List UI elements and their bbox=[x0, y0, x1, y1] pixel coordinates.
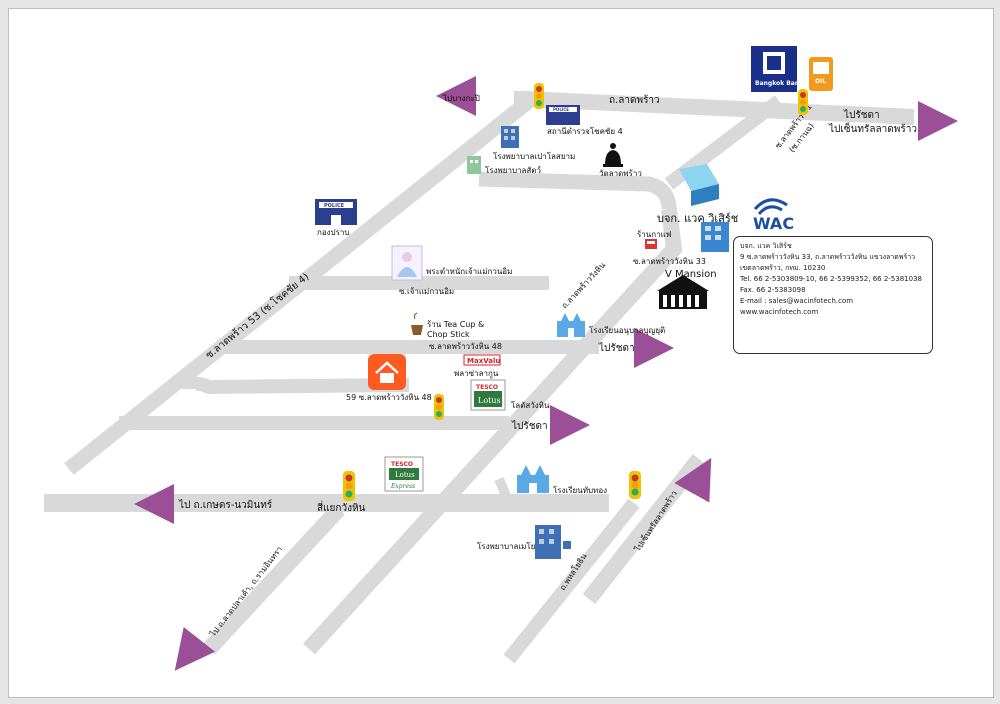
road-network bbox=[44, 91, 915, 664]
coffee-cup-icon bbox=[411, 312, 423, 335]
road-wang-hin-curve bbox=[478, 171, 677, 210]
label-police-station: สถานีตำรวจโชคชัย 4 bbox=[547, 126, 623, 136]
info-address-2: เขตลาดพร้าว, กทม. 10230 bbox=[740, 264, 826, 272]
tesco-lotus-logo: TESCO Lotus bbox=[470, 379, 506, 411]
traffic-light-icon bbox=[629, 471, 641, 499]
road-lat-phrao bbox=[523, 91, 915, 125]
arrow-central-low bbox=[674, 457, 712, 503]
guanyin-shrine-icon bbox=[391, 245, 423, 281]
info-email[interactable]: E-mail : sales@wacinfotech.com bbox=[740, 297, 854, 305]
label-lat-phrao-wang-hin: ถ.ลาดพร้าววังหิน bbox=[560, 260, 608, 310]
coffee-shop-icon bbox=[645, 239, 657, 249]
label-to-ratchada-mid: ไปรัชดา bbox=[598, 342, 635, 354]
police-station-icon: POLICE bbox=[546, 105, 580, 125]
maxvalu-logo: MaxValu bbox=[463, 354, 501, 366]
label-tea-cup-1: ร้าน Tea Cup & bbox=[427, 320, 484, 329]
label-si-yaek: สี่แยกวังหิน bbox=[317, 500, 366, 514]
label-kong-prap: กองปราบ bbox=[317, 228, 350, 237]
info-name: บจก. แวค วิเสิร์ช bbox=[740, 242, 792, 250]
label-soi-chao-mae: ซ.เจ้าแม่กวนอิม bbox=[399, 287, 454, 296]
svg-text:TESCO: TESCO bbox=[391, 461, 413, 468]
label-home-59: 59 ซ.ลาดพร้าววังหิน 48 bbox=[346, 393, 432, 402]
label-wat: วัดลาดพร้าว bbox=[599, 169, 642, 178]
animal-hospital-icon bbox=[467, 156, 481, 174]
label-company-name: บจก. แวค วิเสิร์ช bbox=[657, 212, 738, 225]
label-coffee: ร้านกาแฟ bbox=[637, 230, 672, 239]
gas-station-icon: OIL bbox=[809, 57, 833, 91]
label-to-ratchada-low: ไปรัชดา bbox=[511, 420, 548, 432]
traffic-light-icon bbox=[534, 83, 544, 109]
label-lat-phrao: ถ.ลาดพร้าว bbox=[609, 94, 660, 106]
home-icon bbox=[368, 354, 406, 390]
label-plaza: พลาซ่าลากูน bbox=[454, 369, 499, 379]
hospital-building-icon bbox=[535, 525, 571, 559]
label-hospital-mayo: โรงพยาบาลเมโย bbox=[477, 541, 535, 551]
wac-logo: WAC bbox=[753, 198, 794, 233]
label-to-central: ไปเซ็นทรัลลาดพร้าว bbox=[828, 121, 917, 135]
map-canvas: ถ.ลาดพร้าว ไปบางกะปิ ไปรัชดา ไปเซ็นทรัลล… bbox=[44, 46, 958, 671]
info-web[interactable]: www.wacinfotech.com bbox=[740, 308, 819, 316]
wac-building-icon bbox=[701, 222, 729, 252]
info-fax: Fax. 66 2-5383098 bbox=[740, 286, 806, 294]
police-hq-icon: POLICE bbox=[315, 199, 357, 225]
svg-text:Bangkok Bank: Bangkok Bank bbox=[755, 80, 804, 87]
company-info-box: บจก. แวค วิเสิร์ช 9 ซ.ลาดพร้าววังหิน 33,… bbox=[733, 236, 933, 354]
svg-text:Express: Express bbox=[390, 483, 415, 490]
temple-buddha-icon bbox=[603, 143, 623, 167]
svg-text:Lotus: Lotus bbox=[478, 396, 501, 405]
svg-text:POLICE: POLICE bbox=[553, 107, 569, 112]
road-phahon-2 bbox=[503, 498, 640, 664]
label-soi-48: ซ.ลาดพร้าววังหิน 48 bbox=[429, 342, 502, 351]
label-animal-hospital: โรงพยาบาลสัตว์ bbox=[485, 165, 541, 175]
svg-text:Lotus: Lotus bbox=[395, 471, 415, 479]
road-soi-loop bbox=[182, 376, 410, 395]
arrow-lat-pla-khao bbox=[174, 626, 216, 671]
road-lat-phrao-wang-hin bbox=[303, 208, 683, 655]
svg-text:POLICE: POLICE bbox=[324, 203, 345, 209]
svg-text:MaxValu: MaxValu bbox=[467, 357, 500, 365]
interchange-icon bbox=[679, 164, 719, 206]
label-lotus: โลตัสวังหิน bbox=[511, 400, 550, 410]
school-icon bbox=[517, 465, 549, 493]
label-tea-cup-2: Chop Stick bbox=[427, 330, 470, 339]
traffic-light-icon bbox=[343, 471, 355, 501]
bangkok-bank-icon: Bangkok Bank bbox=[751, 46, 804, 92]
label-hospital-paolo: โรงพยาบาลเปาโลสยาม bbox=[493, 151, 575, 161]
road-lat-pla-khao bbox=[203, 503, 345, 655]
arrows bbox=[134, 76, 958, 671]
label-to-ratchada-top: ไปรัชดา bbox=[843, 109, 880, 121]
info-tel: Tel. 66 2-5303809-10, 66 2-5399352, 66 2… bbox=[740, 275, 922, 283]
label-school-thap: โรงเรียนทับทอง bbox=[553, 485, 607, 495]
label-soi-33: ซ.ลาดพร้าววังหิน 33 bbox=[633, 257, 706, 266]
v-mansion-icon bbox=[657, 275, 709, 309]
label-v-mansion: V Mansion bbox=[665, 269, 717, 280]
svg-text:OIL: OIL bbox=[815, 78, 826, 85]
school-icon bbox=[557, 313, 585, 337]
traffic-light-icon bbox=[798, 89, 808, 115]
info-address-1: 9 ซ.ลาดพร้าววังหิน 33, ถ.ลาดพร้าววังหิน … bbox=[740, 253, 916, 261]
hospital-building-icon bbox=[501, 126, 519, 148]
map-frame: ถ.ลาดพร้าว ไปบางกะปิ ไปรัชดา ไปเซ็นทรัลล… bbox=[8, 8, 994, 698]
svg-text:WAC: WAC bbox=[753, 214, 794, 233]
road-school-connector bbox=[494, 477, 514, 505]
label-to-kaset: ไป ถ.เกษตร-นวมินทร์ bbox=[178, 499, 273, 511]
traffic-light-icon bbox=[434, 394, 444, 420]
label-shrine: พระตำหนักเจ้าแม่กวนอิม bbox=[426, 267, 512, 276]
tesco-lotus-express-logo: TESCO Lotus Express bbox=[384, 456, 424, 492]
label-kindergarten: โรงเรียนอนุบาลบุญยุติ bbox=[589, 325, 665, 335]
svg-text:TESCO: TESCO bbox=[476, 384, 498, 391]
label-to-bang-kapi: ไปบางกะปิ bbox=[442, 94, 480, 103]
traffic-lights bbox=[343, 83, 808, 501]
